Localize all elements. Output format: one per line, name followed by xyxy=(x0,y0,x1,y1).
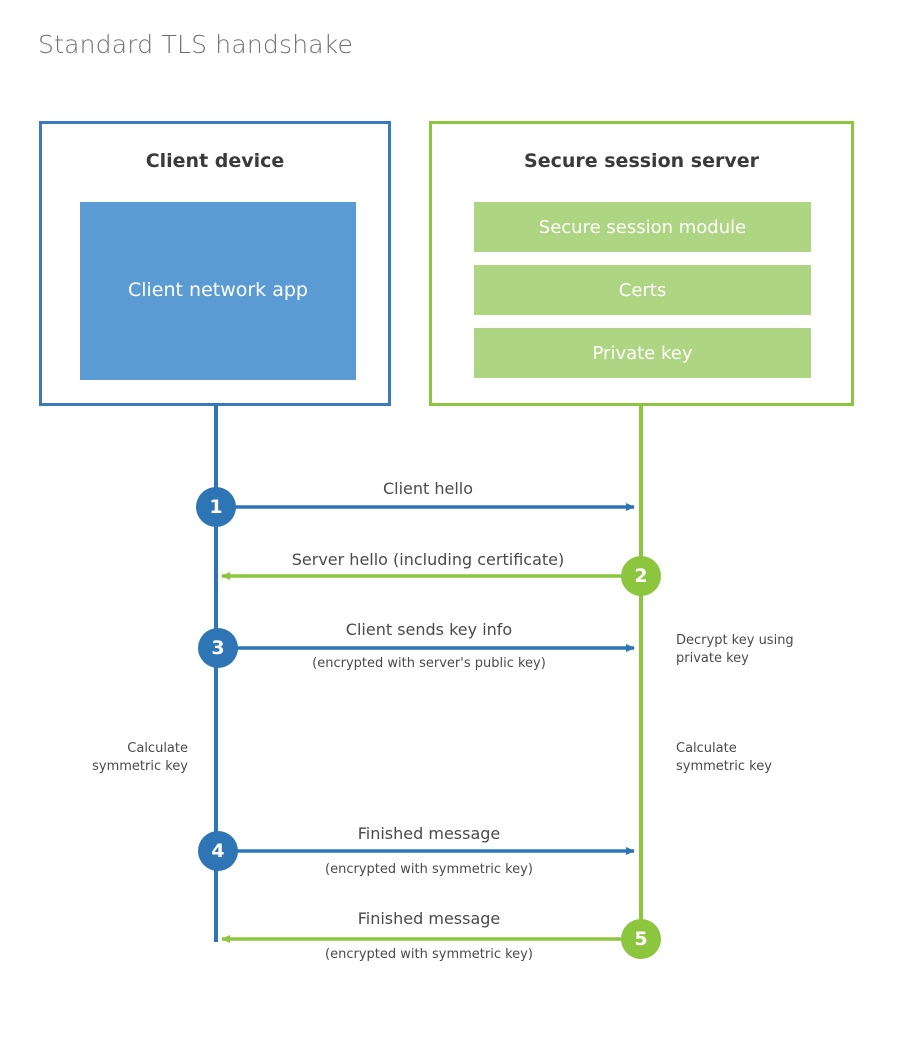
client-device-title: Client device xyxy=(145,150,285,172)
note-decrypt-key: Decrypt key using private key xyxy=(676,632,794,667)
server-module-private-key: Private key xyxy=(474,328,811,378)
note-server-calculate-symmetric-key: Calculate symmetric key xyxy=(676,740,772,775)
client-lifeline xyxy=(214,405,218,942)
step-4-label: Finished message xyxy=(357,824,501,843)
server-lifeline xyxy=(639,405,643,939)
client-network-app-block: Client network app xyxy=(80,202,356,380)
step-3-sublabel: (encrypted with server's public key) xyxy=(312,656,546,671)
page-title: Standard TLS handshake xyxy=(38,30,354,59)
step-marker-3[interactable]: 3 xyxy=(198,628,238,668)
step-marker-4[interactable]: 4 xyxy=(198,831,238,871)
note-client-calculate-symmetric-key: Calculate symmetric key xyxy=(0,740,188,775)
step-1-label: Client hello xyxy=(382,479,474,498)
note-decrypt-key-line1: Decrypt key using xyxy=(676,633,794,648)
note-server-calc-line1: Calculate xyxy=(676,741,737,756)
server-module-secure-session-module: Secure session module xyxy=(474,202,811,252)
step-5-label: Finished message xyxy=(357,909,501,928)
client-device-box: Client device Client network app xyxy=(39,121,391,406)
step-4-sublabel: (encrypted with symmetric key) xyxy=(325,862,533,877)
step-marker-1[interactable]: 1 xyxy=(196,487,236,527)
server-module-certs: Certs xyxy=(474,265,811,315)
step-5-sublabel: (encrypted with symmetric key) xyxy=(325,947,533,962)
note-decrypt-key-line2: private key xyxy=(676,650,749,666)
secure-session-server-box: Secure session server Secure session mod… xyxy=(429,121,854,406)
step-2-label: Server hello (including certificate) xyxy=(291,550,565,569)
note-server-calc-line2: symmetric key xyxy=(676,758,772,774)
step-marker-5[interactable]: 5 xyxy=(621,919,661,959)
note-client-calc-line2: symmetric key xyxy=(92,758,188,774)
step-3-label: Client sends key info xyxy=(345,620,513,639)
step-marker-2[interactable]: 2 xyxy=(621,556,661,596)
secure-session-server-title: Secure session server xyxy=(524,150,759,172)
note-client-calc-line1: Calculate xyxy=(127,741,188,756)
